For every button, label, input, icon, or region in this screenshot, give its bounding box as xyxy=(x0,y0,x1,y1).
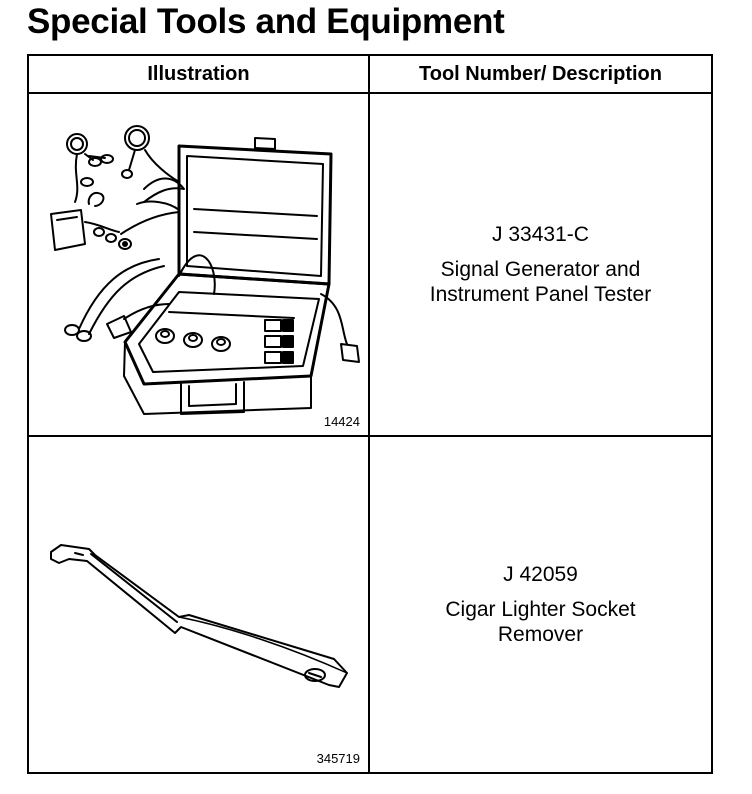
socket-remover-icon xyxy=(50,544,348,688)
tool-number: J 42059 xyxy=(503,563,578,586)
description-cell: J 33431-C Signal Generator and Instrumen… xyxy=(368,92,713,437)
illustration-cell: 14424 xyxy=(27,92,370,437)
tool-number: J 33431-C xyxy=(492,223,589,246)
illustration-cell: 345719 xyxy=(27,435,370,774)
tool-description-line: Cigar Lighter Socket xyxy=(445,598,636,621)
table-row: 14424 J 33431-C Signal Generator and Ins… xyxy=(27,92,713,437)
header-tool-number: Tool Number/ Description xyxy=(368,54,713,94)
special-tools-table: Illustration Tool Number/ Description xyxy=(27,54,713,774)
header-illustration: Illustration xyxy=(27,54,370,94)
header-row: Illustration Tool Number/ Description xyxy=(27,54,713,94)
description-cell: J 42059 Cigar Lighter Socket Remover xyxy=(368,435,713,774)
table-row: 345719 J 42059 Cigar Lighter Socket Remo… xyxy=(27,435,713,774)
figure-number: 345719 xyxy=(316,751,360,766)
page-title: Special Tools and Equipment xyxy=(27,2,505,41)
tool-description-line: Remover xyxy=(497,623,584,646)
tester-case-icon xyxy=(50,125,360,415)
tool-description-line: Instrument Panel Tester xyxy=(429,283,652,306)
figure-number: 14424 xyxy=(323,414,360,429)
tool-description-line: Signal Generator and xyxy=(440,258,641,281)
